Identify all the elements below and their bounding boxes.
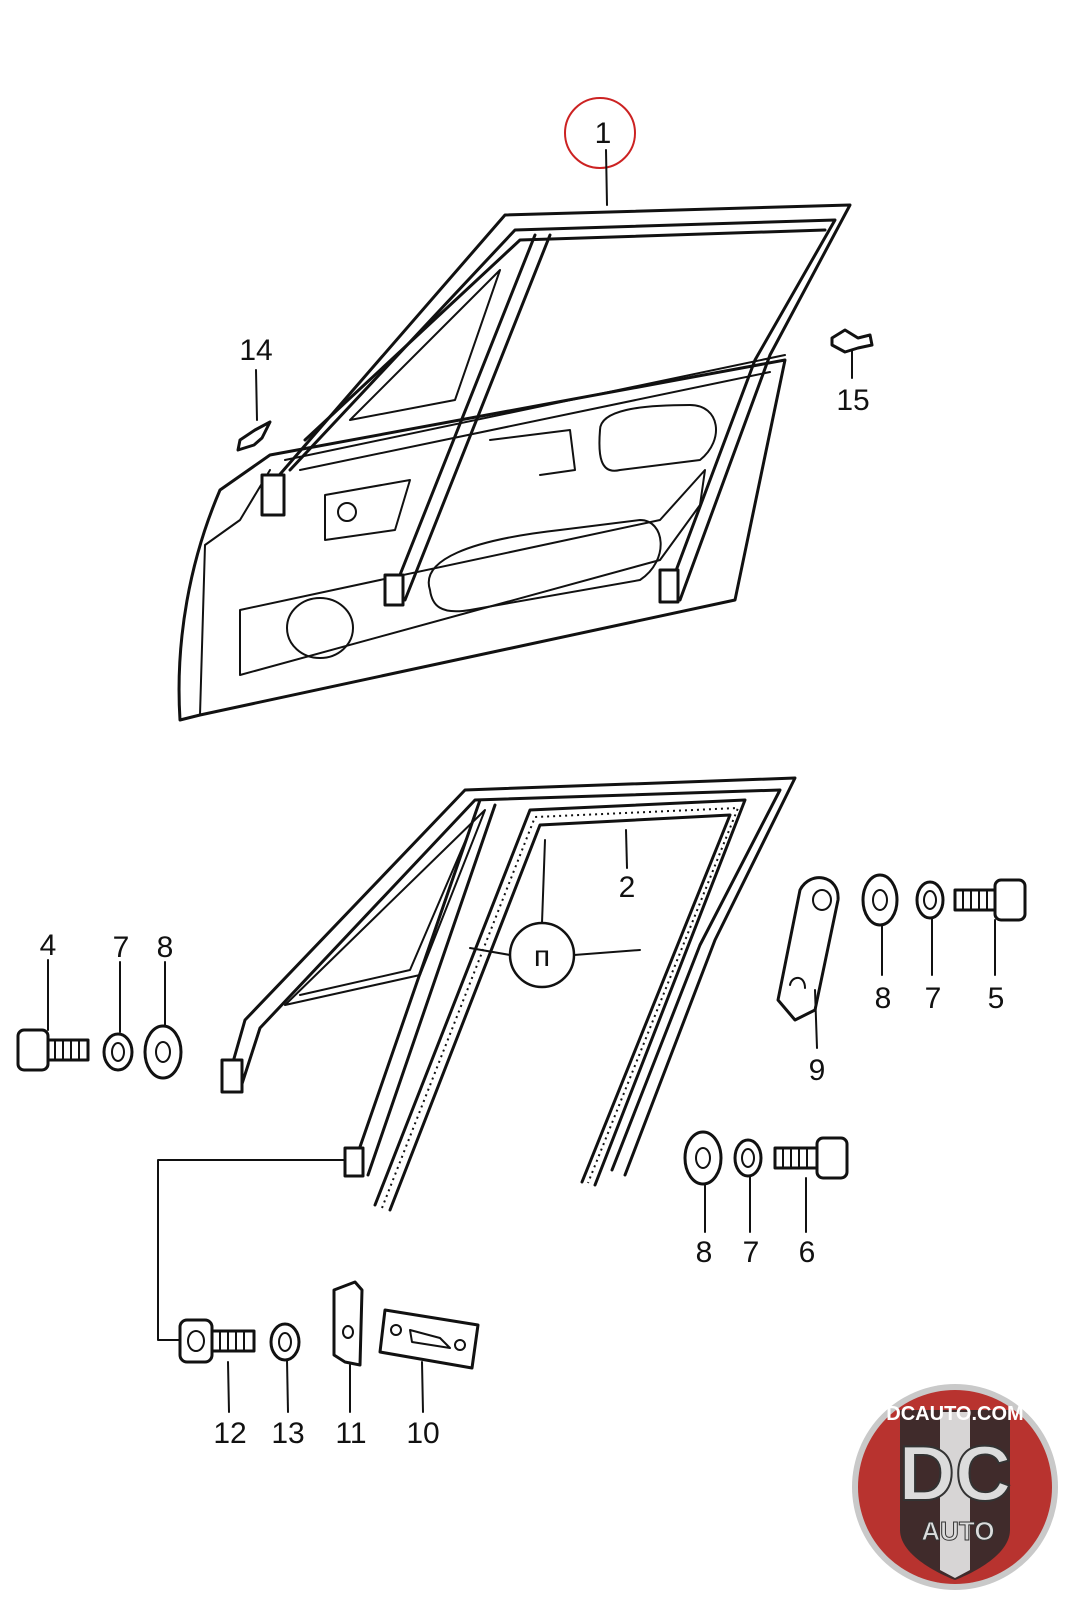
callout-8-upper: 8 xyxy=(875,982,892,1015)
callout-14: 14 xyxy=(239,334,272,367)
logo-word: AUTO xyxy=(921,1516,994,1546)
callout-8-left: 8 xyxy=(157,931,174,964)
bolt-part-12 xyxy=(178,1318,256,1364)
dcauto-logo: DCAUTO.COM DC AUTO xyxy=(852,1384,1058,1590)
callout-11: 11 xyxy=(335,1417,366,1450)
highlight-circle xyxy=(564,97,636,169)
callout-4: 4 xyxy=(40,929,57,962)
bolt-part-6 xyxy=(773,1136,849,1180)
callout-12: 12 xyxy=(213,1417,246,1450)
callout-7-lower: 7 xyxy=(743,1236,760,1269)
callout-9: 9 xyxy=(809,1054,826,1087)
bolt-part-4 xyxy=(16,1028,90,1072)
callout-7-upper: 7 xyxy=(925,982,942,1015)
clip-part-14 xyxy=(236,420,272,452)
logo-site-text: DCAUTO.COM xyxy=(886,1403,1023,1425)
door-assembly-upper xyxy=(177,203,852,722)
callout-8-lower: 8 xyxy=(696,1236,713,1269)
callout-7-left: 7 xyxy=(113,931,130,964)
plate-part-10 xyxy=(378,1308,480,1370)
washer-part-8-upper xyxy=(861,873,899,927)
logo-letters: DC xyxy=(899,1429,1012,1517)
bracket-part-9 xyxy=(776,876,840,1022)
callout-6: 6 xyxy=(799,1236,816,1269)
plate-part-11 xyxy=(332,1280,364,1367)
callout-13: 13 xyxy=(271,1417,304,1450)
callout-15: 15 xyxy=(836,384,869,417)
section-symbol: п xyxy=(534,940,550,973)
callout-2: 2 xyxy=(619,871,636,904)
washer-part-8-lower xyxy=(683,1130,723,1186)
callout-1: 1 xyxy=(595,117,612,150)
spring-washer-part-7-upper xyxy=(915,880,945,920)
washer-part-8-left xyxy=(143,1024,183,1080)
spring-washer-part-13 xyxy=(269,1322,301,1362)
window-frame-assembly-lower xyxy=(220,776,797,1212)
spring-washer-part-7-left xyxy=(102,1032,134,1072)
bolt-part-5 xyxy=(953,878,1027,922)
callout-5: 5 xyxy=(988,982,1005,1015)
spring-washer-part-7-lower xyxy=(733,1138,763,1178)
push-pin-part-15 xyxy=(830,328,874,354)
callout-10: 10 xyxy=(406,1417,439,1450)
